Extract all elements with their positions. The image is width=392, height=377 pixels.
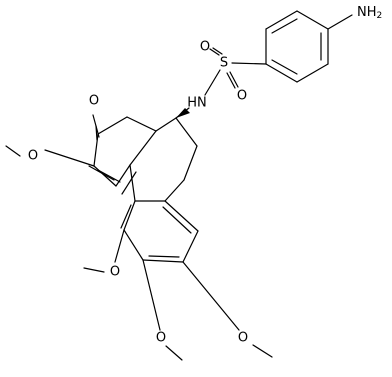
bond-12 xyxy=(212,47,223,55)
sulfonyl-oxygen-right-label: O xyxy=(237,89,247,104)
bond-20 xyxy=(164,179,185,202)
bond-49 xyxy=(182,261,240,331)
atom-labels: NH2 S O O HN O O O O O xyxy=(28,5,382,346)
bond-37 xyxy=(123,200,136,231)
bond-3 xyxy=(296,63,329,83)
bond-13 xyxy=(229,71,239,88)
bond-25 xyxy=(97,116,128,135)
bond-4 xyxy=(265,63,298,83)
bond-17 xyxy=(155,117,177,132)
bond-27 xyxy=(93,133,99,167)
bond-44 xyxy=(162,206,192,234)
methoxy-oxygen-c2-label: O xyxy=(156,331,166,346)
bond-50 xyxy=(252,344,273,358)
bond-6 xyxy=(271,18,298,34)
bond-33 xyxy=(92,114,97,127)
bond-34 xyxy=(95,125,100,138)
bond-47 xyxy=(142,259,161,331)
bond-lines xyxy=(5,10,353,361)
bond-24 xyxy=(126,116,157,132)
bond-36 xyxy=(5,145,21,157)
bond-29 xyxy=(115,164,131,187)
bond-32 xyxy=(97,169,121,183)
bond-42 xyxy=(120,204,132,229)
amine-label: NH2 xyxy=(357,5,382,22)
bond-23 xyxy=(129,130,157,166)
bond-22 xyxy=(129,164,136,202)
bond-18 xyxy=(175,117,198,147)
bond-46 xyxy=(83,267,105,273)
bond-1 xyxy=(296,10,329,30)
sulfur-label: S xyxy=(220,56,228,71)
bond-45 xyxy=(114,229,125,263)
methoxy-oxygen-c10-label: O xyxy=(28,149,38,164)
methoxy-oxygen-c1-label: O xyxy=(110,265,120,280)
bond-28 xyxy=(93,165,117,187)
bond-31 xyxy=(88,165,115,181)
bond-41 xyxy=(164,200,199,232)
bond-43 xyxy=(148,255,180,258)
bond-39 xyxy=(142,259,184,263)
ketone-oxygen-label: O xyxy=(89,94,99,109)
bond-9 xyxy=(327,14,353,30)
bond-48 xyxy=(165,345,183,361)
bond-11 xyxy=(209,48,220,56)
bond-40 xyxy=(182,230,199,263)
bond-10 xyxy=(231,62,267,65)
bond-35 xyxy=(44,149,95,167)
bond-14 xyxy=(226,72,236,89)
bond-19 xyxy=(183,145,198,181)
sulfonyl-oxygen-left-label: O xyxy=(200,40,210,55)
methoxy-oxygen-c3-label: O xyxy=(238,331,248,346)
bond-30 xyxy=(121,171,137,195)
bond-15 xyxy=(204,69,221,96)
bond-0 xyxy=(265,10,298,30)
bond-38 xyxy=(123,229,144,261)
bond-8 xyxy=(271,59,298,75)
stereo-wedge-bond xyxy=(176,108,190,118)
amide-nh-label: HN xyxy=(187,96,207,111)
